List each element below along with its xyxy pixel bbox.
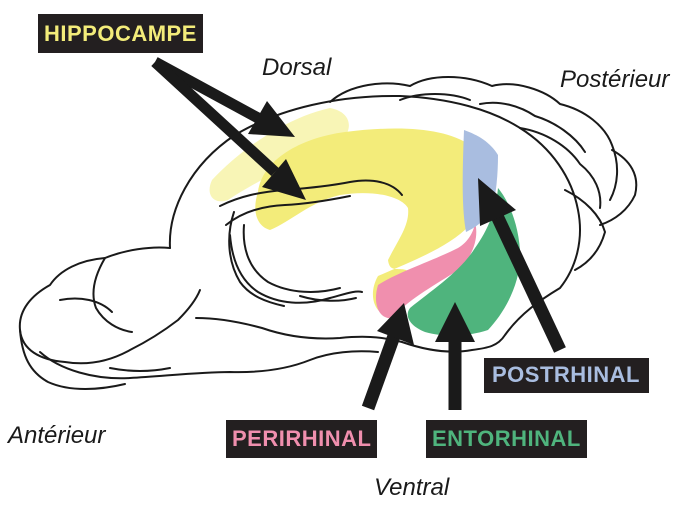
perirhinal-label: PERIRHINAL (226, 420, 377, 458)
brain-regions (210, 108, 521, 336)
perirhinal-arrow (368, 303, 414, 408)
entorhinal-label: ENTORHINAL (426, 420, 587, 458)
anterieur-label: Antérieur (8, 424, 105, 448)
hippocampe-label: HIPPOCAMPE (38, 14, 203, 53)
posterieur-label: Postérieur (560, 68, 669, 92)
ventral-label: Ventral (374, 476, 449, 500)
postrhinal-label: POSTRHINAL (484, 358, 649, 393)
dorsal-label: Dorsal (262, 56, 331, 80)
